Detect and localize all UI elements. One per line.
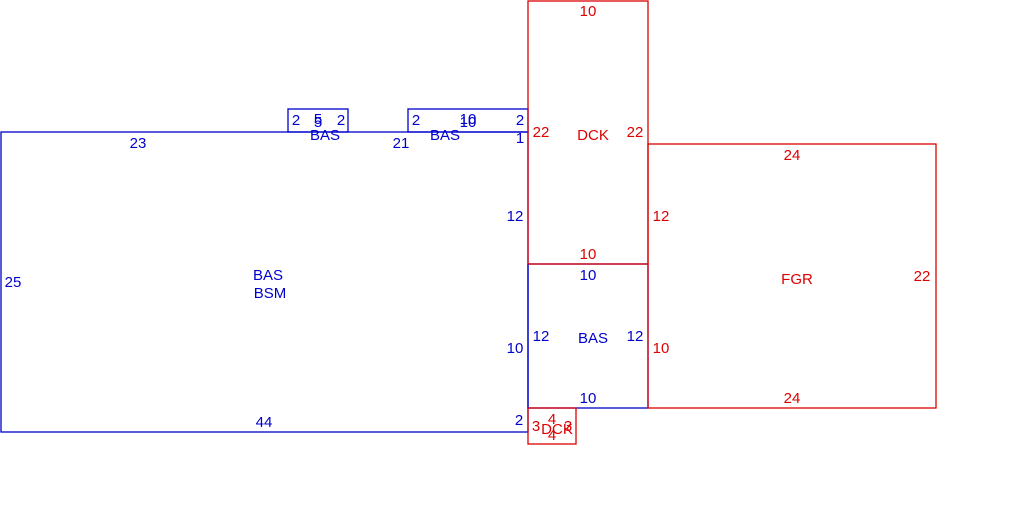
bump2-bas-label: BAS: [430, 127, 460, 144]
bump2-2a-dim: 2: [412, 112, 420, 129]
dck-bottom-dim: 10: [580, 246, 597, 263]
bump1-2b-dim: 2: [337, 112, 345, 129]
fgr-bottom-dim: 24: [784, 390, 801, 407]
bump1-bas-label: BAS: [310, 127, 340, 144]
lower-bas-label: BAS: [578, 330, 608, 347]
lower-bas-top-dim: 10: [580, 267, 597, 284]
fgr-label: FGR: [781, 271, 813, 288]
main-right-12-dim: 12: [507, 208, 524, 225]
lower-bas-right-dim: 12: [627, 328, 644, 345]
main-inner-21-dim: 21: [393, 135, 410, 152]
fgr-right-dim: 22: [914, 268, 931, 285]
bump1-5b-dim: 5: [314, 114, 322, 131]
main-right-2-dim: 2: [515, 412, 523, 429]
upper-dck-label: DCK: [577, 127, 609, 144]
main-bottom-dim: 44: [256, 414, 273, 431]
bas-bump-1-outline: [287, 108, 349, 133]
small-dck-4a-dim: 4: [548, 411, 556, 428]
main-left-dim: 25: [5, 274, 22, 291]
dck-right-dim: 22: [627, 124, 644, 141]
dck-top-dim: 10: [580, 3, 597, 20]
fgr-left-10-dim: 10: [653, 340, 670, 357]
lower-bas-bottom-dim: 10: [580, 390, 597, 407]
small-dck-4b-dim: 4: [548, 427, 556, 444]
bump1-2a-dim: 2: [292, 112, 300, 129]
bump2-2b-dim: 2: [516, 112, 524, 129]
dck-left-dim: 22: [533, 124, 550, 141]
lower-bas-left-dim: 12: [533, 328, 550, 345]
fgr-left-12-dim: 12: [653, 208, 670, 225]
fgr-outline: [647, 143, 937, 409]
main-bas-label: BAS: [253, 267, 283, 284]
fgr-top-dim: 24: [784, 147, 801, 164]
small-dck-3-dim: 3: [532, 418, 540, 435]
main-right-10-dim: 10: [507, 340, 524, 357]
small-dck-label: DCK: [541, 421, 573, 438]
bump2-1-dim: 1: [516, 130, 524, 147]
upper-dck-outline: [527, 0, 649, 265]
main-bsm-label: BSM: [254, 285, 287, 302]
bump2-10b-dim: 10: [460, 114, 477, 131]
bump2-10a-dim: 10: [460, 111, 477, 128]
main-top-dim: 23: [130, 135, 147, 152]
small-dck-outline: [527, 407, 577, 445]
bump1-5a-dim: 5: [314, 111, 322, 128]
small-dck-3b-dim: 3: [564, 418, 572, 435]
